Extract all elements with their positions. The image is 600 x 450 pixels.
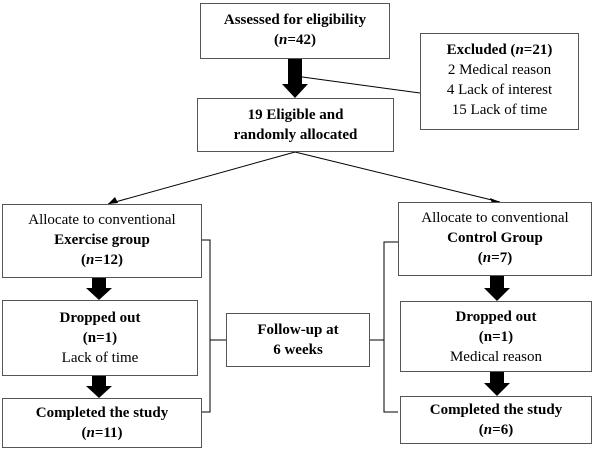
assessed-box: Assessed for eligibility (n=42) xyxy=(200,3,390,59)
allocated-box: 19 Eligible and randomly allocated xyxy=(197,98,394,152)
control-dropout-title: Dropped out xyxy=(455,309,537,325)
arrowhead-control xyxy=(490,198,500,203)
bracket-left xyxy=(202,239,211,413)
exercise-completed-count: (n=11) xyxy=(81,425,123,441)
excluded-reason: 2 Medical reason xyxy=(447,62,552,78)
arrow-control-to-dropout xyxy=(484,276,510,301)
control-dropout-reason: Medical reason xyxy=(449,349,543,365)
arrow-exercise-dropout-to-completed xyxy=(86,376,112,398)
control-group-name: Control Group xyxy=(447,230,543,246)
control-completed-box: Completed the study (n=6) xyxy=(400,396,592,444)
exercise-group-count: (n=12) xyxy=(81,252,123,268)
exercise-dropout-title: Dropped out xyxy=(59,310,141,326)
control-group-count: (n=7) xyxy=(477,250,513,266)
arrow-assessed-to-allocated xyxy=(282,58,308,98)
excluded-title: Excluded (n=21) xyxy=(446,42,553,58)
excluded-reason: 4 Lack of interest xyxy=(446,82,553,98)
exercise-group-line1: Allocate to conventional xyxy=(28,212,176,228)
connector-to-control xyxy=(294,151,501,203)
allocated-line2: randomly allocated xyxy=(233,127,358,143)
excluded-reason: 15 Lack of time xyxy=(451,102,548,118)
followup-line2: 6 weeks xyxy=(273,342,323,358)
exercise-dropout-count: (n=1) xyxy=(82,330,118,346)
arrow-exercise-to-dropout xyxy=(86,278,112,300)
exercise-completed-box: Completed the study (n=11) xyxy=(2,398,202,448)
control-completed-count: (n=6) xyxy=(478,422,514,438)
connector-to-exercise xyxy=(107,151,296,205)
arrow-control-dropout-to-completed xyxy=(484,372,510,396)
followup-box: Follow-up at 6 weeks xyxy=(226,313,370,367)
arrowhead-exercise xyxy=(108,197,118,204)
exercise-group-name: Exercise group xyxy=(54,232,150,248)
excluded-box: Excluded (n=21) 2 Medical reason 4 Lack … xyxy=(420,33,579,130)
bracket-right xyxy=(383,241,398,413)
exercise-dropout-reason: Lack of time xyxy=(61,350,139,366)
assessed-count: (n=42) xyxy=(274,32,316,48)
control-completed-title: Completed the study xyxy=(429,402,563,418)
control-group-box: Allocate to conventional Control Group (… xyxy=(398,202,592,276)
followup-line1: Follow-up at xyxy=(257,322,339,338)
assessed-title: Assessed for eligibility xyxy=(223,12,367,28)
control-dropout-count: (n=1) xyxy=(478,329,514,345)
allocated-line1: 19 Eligible and xyxy=(247,107,344,123)
exercise-completed-title: Completed the study xyxy=(35,405,169,421)
connector-to-excluded xyxy=(294,75,421,94)
exercise-dropout-box: Dropped out (n=1) Lack of time xyxy=(2,300,198,376)
exercise-group-box: Allocate to conventional Exercise group … xyxy=(2,204,202,278)
control-dropout-box: Dropped out (n=1) Medical reason xyxy=(400,301,592,372)
control-group-line1: Allocate to conventional xyxy=(421,210,569,226)
